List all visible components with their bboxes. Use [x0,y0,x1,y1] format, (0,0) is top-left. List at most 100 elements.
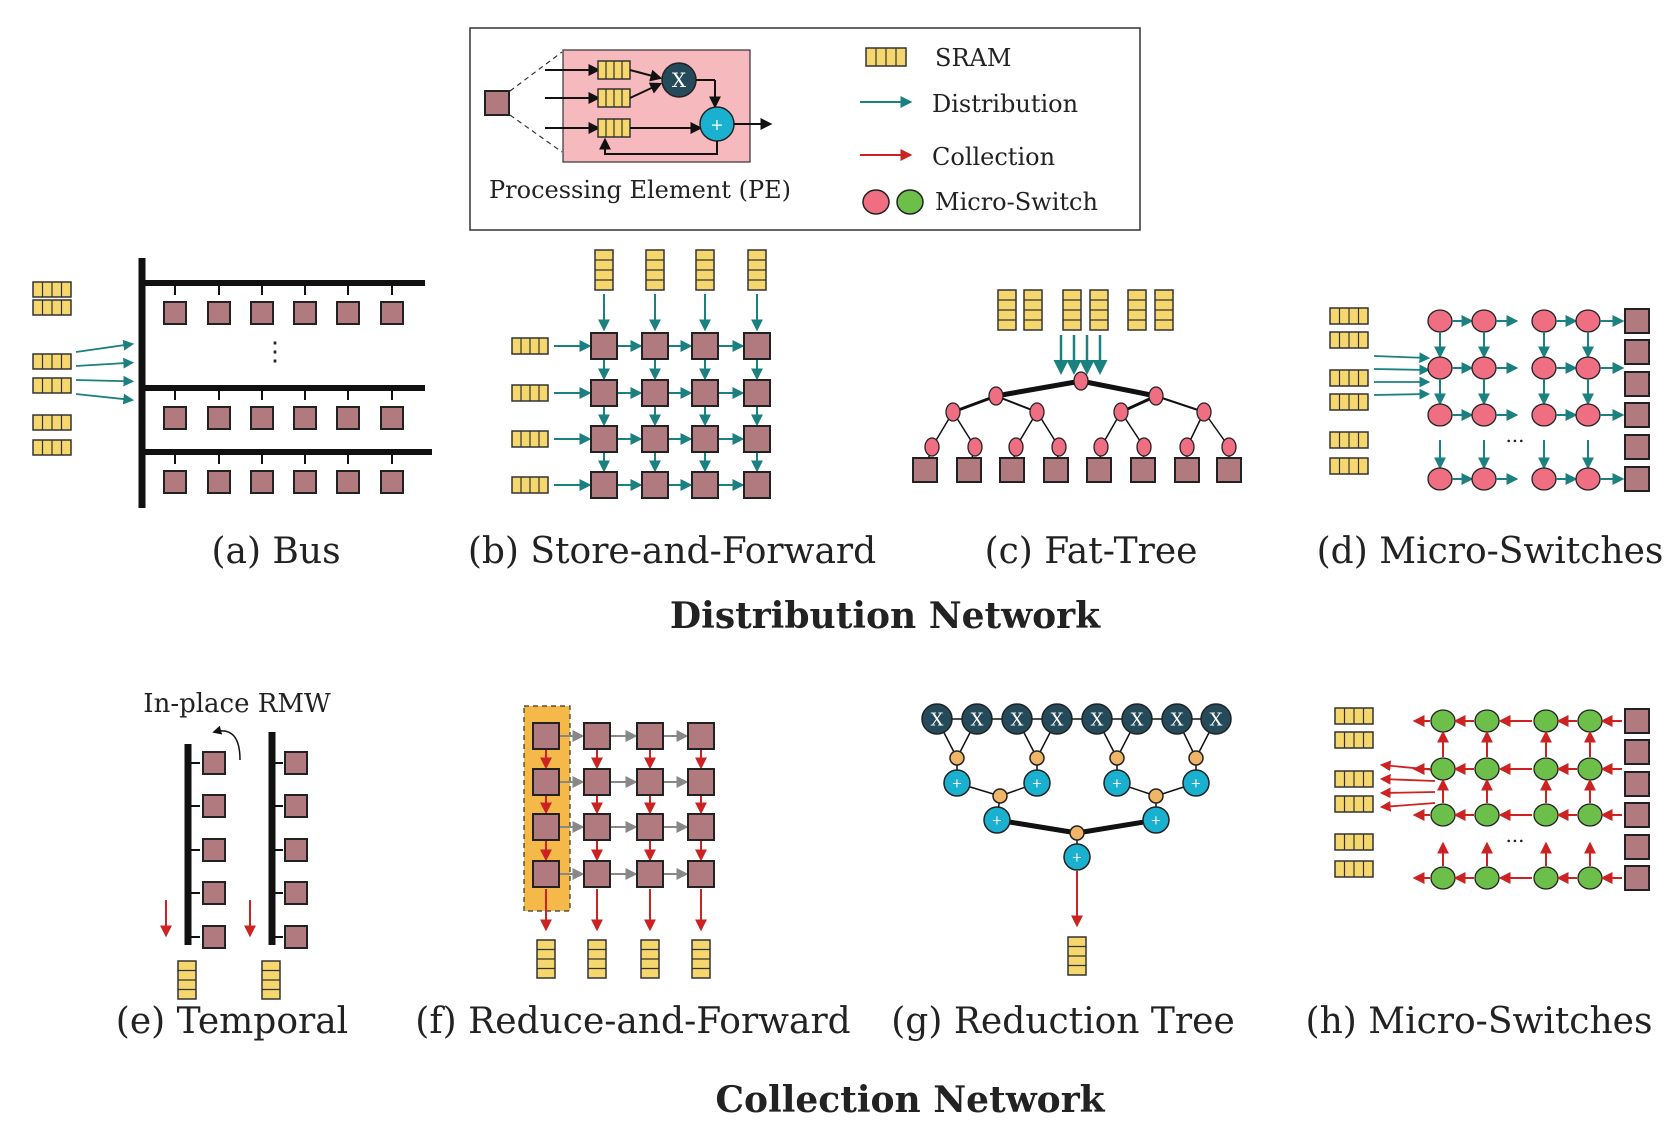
sram-buffer [640,939,660,979]
pe-box [1624,802,1650,828]
sram-buffer [865,47,907,67]
tree-node [1029,750,1045,766]
adder-node: + [943,769,971,797]
sram-buffer [747,249,767,291]
sram-buffer [1329,393,1369,411]
panel-micro-switches-collection [1334,707,1650,891]
pe-box [590,471,618,499]
pe-box [293,470,317,494]
bus-input-arrow [75,339,135,353]
multiplier-node: X [961,703,993,735]
micro-switch [1196,402,1212,422]
svg-text:+: + [1151,814,1162,829]
pe-box [202,925,226,949]
pe-box [380,301,404,325]
tree-node [1069,825,1085,841]
svg-text:X: X [1131,709,1144,730]
micro-switch [1430,803,1456,827]
micro-switch [1093,437,1109,457]
svg-text:+: + [1072,851,1083,866]
pe-box [284,925,308,949]
pe-box [636,813,664,841]
caption-f: (f) Reduce-and-Forward [415,1001,850,1042]
pe-box [284,881,308,905]
legend-keys [860,47,924,215]
micro-switch [924,437,940,457]
pe-box [956,457,982,483]
pe-box [691,379,719,407]
pe-box [1624,739,1650,765]
pe-box [636,722,664,750]
svg-text:+: + [1032,777,1043,792]
sram-buffer [587,939,607,979]
micro-switch [1221,437,1237,457]
input-arrow [1373,388,1431,400]
pe-box [207,301,231,325]
pe-box [687,768,715,796]
pe-box [583,813,611,841]
pe-box [250,301,274,325]
micro-switch [1136,437,1152,457]
micro-switch [1427,467,1453,491]
rmw-arrow [212,725,241,761]
micro-switch [1029,402,1045,422]
tree-node [1148,788,1164,804]
output-arrow [1379,773,1436,785]
pe-box [1624,308,1650,334]
pe-box [202,838,226,862]
pe-box [293,406,317,430]
pe-detail: X+ [484,49,773,163]
caption-a: (a) Bus [211,531,340,572]
micro-switch [1427,309,1453,333]
multiplier-node: X [1001,703,1033,735]
svg-text:X: X [672,68,687,92]
pe-box [1086,457,1112,483]
pe-box [207,470,231,494]
pe-box [590,379,618,407]
svg-text:X: X [1011,709,1024,730]
sram-buffer [1334,731,1374,749]
tree-link [1080,378,1157,399]
adder-node: + [1023,769,1051,797]
micro-switch [1577,803,1603,827]
caption-c: (c) Fat-Tree [985,531,1198,572]
bus-input-arrow [75,375,135,387]
caption-b: (b) Store-and-Forward [468,531,876,572]
pe-internal-arrow [629,69,663,82]
micro-switch [1471,309,1497,333]
pe-box [1174,457,1200,483]
micro-switch [1575,403,1601,427]
micro-switch [1427,356,1453,380]
multiplier-node: X [1161,703,1193,735]
pe-box [1624,865,1650,891]
micro-switch [1179,437,1195,457]
sram-buffer [1334,770,1374,788]
micro-switch [1051,437,1067,457]
svg-text:+: + [952,777,963,792]
sram-buffer [511,476,549,494]
sram-buffer [1023,289,1043,331]
adder-node: + [1182,769,1210,797]
pe-box [590,425,618,453]
tree-link [1155,395,1205,413]
sram-buffer [594,249,614,291]
micro-switch [1148,386,1164,406]
sram-buffer [177,960,197,1000]
sram-buffer [597,60,631,80]
panel-bus [32,258,432,508]
pe-box [999,457,1025,483]
sram-buffer [32,299,72,316]
collection-network-title: Collection Network [715,1079,1105,1121]
sram-buffer [1329,457,1369,475]
panel-fat-tree [912,289,1242,483]
pe-box [336,470,360,494]
pe-box [636,768,664,796]
adder-node: + [699,106,735,142]
pe-box [532,813,560,841]
sram-buffer [1329,331,1369,349]
zoom-line [509,51,563,92]
legend-sram-label: SRAM [935,44,1011,72]
pe-box [532,860,560,888]
caption-d: (d) Micro-Switches [1317,531,1664,572]
adder-node: + [983,806,1011,834]
